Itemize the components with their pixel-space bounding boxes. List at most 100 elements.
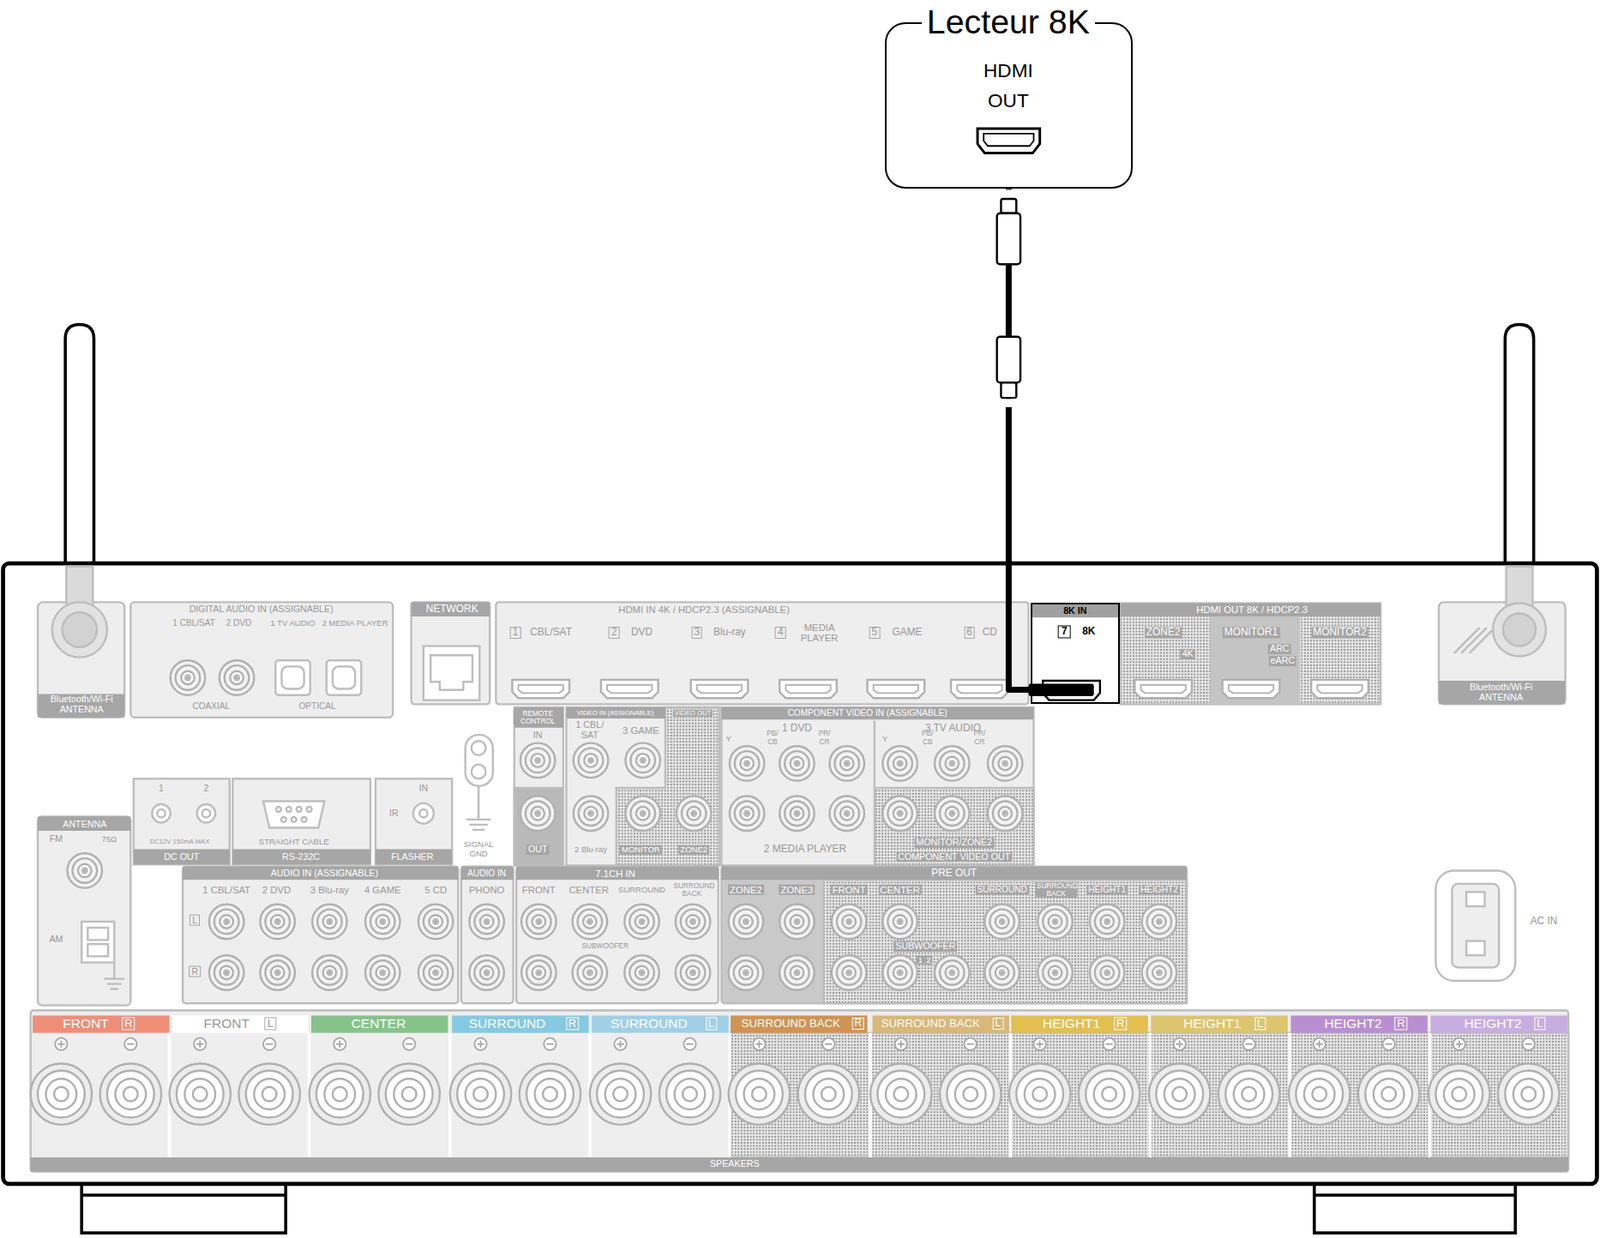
rear-panel <box>520 796 555 831</box>
section-header: FRONT <box>830 884 868 895</box>
rear-panel <box>170 660 205 695</box>
speaker-terminals <box>1428 1063 1490 1125</box>
rear-panel <box>831 904 867 939</box>
rear-panel <box>1120 603 1381 617</box>
rear-panel <box>873 720 876 788</box>
port-label: 8K <box>1082 625 1095 638</box>
panel-label: 75Ω <box>101 835 117 844</box>
rear-panel <box>413 803 434 825</box>
section-header: REMOTE CONTROL <box>513 709 562 725</box>
rear-panel <box>1438 680 1566 704</box>
speaker-label-bars <box>1430 1015 1567 1033</box>
speaker-terminals <box>1102 1038 1115 1051</box>
rear-panel <box>301 817 307 823</box>
panel-label: SIGNAL GND <box>463 840 494 859</box>
speaker-terminals <box>30 1063 92 1125</box>
speaker-label-bars <box>451 1015 589 1033</box>
input-number: 5 <box>869 626 881 639</box>
rear-panel <box>312 955 347 990</box>
rear-panel <box>779 679 837 698</box>
receiver-body <box>81 1184 286 1234</box>
rear-panel <box>67 853 103 888</box>
receiver-body <box>1314 1184 1516 1234</box>
panel-label: GAME <box>891 626 922 638</box>
panel-label: 2 <box>203 783 209 794</box>
panel-label: CBL/SAT <box>529 626 572 638</box>
section-header: 7.1CH IN <box>593 867 637 879</box>
speaker-channel-label: FRONT <box>203 1016 249 1031</box>
rear-panel <box>182 866 458 880</box>
section-header: ZONE2 <box>727 884 764 895</box>
input-number: 3 <box>691 626 703 639</box>
speaker-channel-label: SURROUND <box>469 1016 547 1031</box>
rear-panel <box>275 660 310 695</box>
section-header: COMPONENT VIDEO OUT <box>896 852 1012 863</box>
player-hdmi-port <box>983 133 1034 146</box>
panel-label: PB/ CB <box>763 729 781 746</box>
rear-panel <box>52 601 108 657</box>
speaker-terminals <box>543 1038 556 1051</box>
panel-label: PR/ CR <box>816 729 833 746</box>
panel-label: STRAIGHT CABLE <box>258 837 330 847</box>
rear-panel <box>495 601 1029 704</box>
speaker-terminals <box>1242 1038 1255 1051</box>
panel-label: IR <box>389 808 399 819</box>
rear-panel <box>423 646 480 701</box>
speaker-terminals <box>1313 1038 1326 1051</box>
panel-label: PHONO <box>469 884 505 895</box>
section-header: PRE OUT <box>929 867 979 879</box>
rear-panel <box>984 955 1019 990</box>
rear-panel <box>30 1010 1569 1173</box>
rear-panel <box>259 955 295 990</box>
panel-label: 1 <box>158 783 164 794</box>
speaker-channel-label: HEIGHT1 <box>1042 1016 1101 1031</box>
rear-panel <box>729 796 764 831</box>
section-header: VIDEO IN (ASSIGNABLE) <box>575 709 656 717</box>
speaker-channel-label: HEIGHT1 <box>1183 1016 1241 1031</box>
speaker-terminals <box>939 1063 1001 1125</box>
rear-panel <box>103 962 125 990</box>
speaker-terminals <box>169 1063 231 1125</box>
input-number: L <box>189 914 200 927</box>
speaker-label-bars <box>32 1015 1568 1033</box>
speaker-label-bars <box>730 1015 867 1033</box>
rear-panel <box>133 848 230 865</box>
panel-label: SURROUND <box>618 884 666 894</box>
receiver-body <box>3 563 1598 1185</box>
rear-panel <box>418 955 453 990</box>
hdmi-plug <box>998 189 1019 199</box>
section-header: ANTENNA <box>60 819 109 831</box>
rear-panel <box>37 693 125 717</box>
source-device-box: Lecteur 8KHDMI OUT <box>884 22 1133 189</box>
panel-label: 2 MEDIA PLAYER <box>763 844 847 856</box>
speaker-label-bars <box>311 1015 448 1033</box>
section-header: NETWORK <box>424 603 481 615</box>
rear-panel <box>1492 603 1546 657</box>
channel-side-mark: R <box>852 1017 866 1030</box>
panel-label: 4 GAME <box>364 884 402 895</box>
speaker-channel-label: HEIGHT2 <box>1463 1016 1522 1031</box>
speaker-terminals <box>54 1038 67 1051</box>
panel-label: DIGITAL AUDIO IN (ASSIGNABLE) <box>189 604 334 615</box>
panel-label: 1 CBL/ SAT <box>572 720 608 741</box>
section-header: FLASHER <box>389 852 435 863</box>
rear-panel <box>182 866 458 1005</box>
rear-panel <box>721 707 1034 720</box>
rear-panel <box>430 655 473 690</box>
panel-label: 3 TV AUDIO <box>925 722 981 734</box>
channel-side-mark: L <box>1254 1016 1266 1030</box>
panel-label: CENTER <box>568 884 608 895</box>
rear-panel <box>232 778 371 865</box>
rear-panel <box>779 796 814 831</box>
rear-panel <box>779 745 814 781</box>
speaker-terminals <box>1497 1063 1559 1125</box>
antenna-top <box>65 324 94 566</box>
rear-panel <box>130 601 393 718</box>
rear-panel <box>867 679 926 698</box>
panel-label: 2 MEDIA PLAYER <box>322 619 389 628</box>
panel-label: OPTICAL <box>298 701 336 711</box>
speaker-terminals <box>238 1063 300 1125</box>
rear-panel <box>286 806 292 813</box>
speaker-terminals <box>193 1038 206 1051</box>
input-number: 7 <box>1058 625 1071 638</box>
